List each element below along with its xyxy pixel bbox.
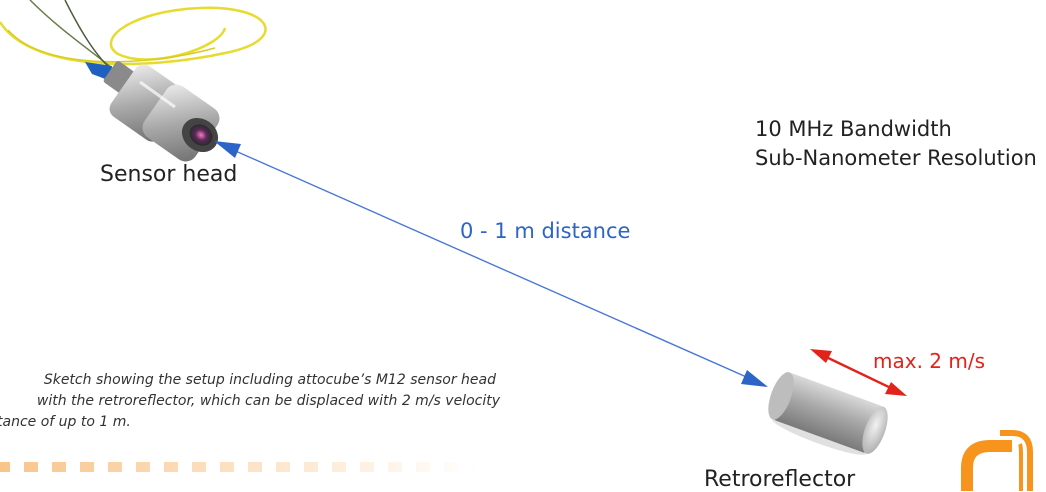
fiber-sensor-head-icon — [85, 61, 220, 162]
velocity-label: max. 2 m/s — [873, 349, 986, 373]
distance-arrow — [214, 141, 768, 387]
sensor-head-label: Sensor head — [100, 162, 238, 187]
caption-line-3: tance of up to 1 m. — [0, 414, 131, 430]
caption-line-2: with the retroreflector, which can be di… — [36, 393, 500, 409]
optical-fiber-icon — [0, 0, 267, 71]
caption-line-1: Sketch showing the setup including attoc… — [43, 372, 496, 388]
attocube-logo-icon — [961, 430, 1033, 491]
resolution-spec: Sub-Nanometer Resolution — [755, 146, 1037, 170]
figure-caption: Sketch showing the setup including attoc… — [0, 370, 500, 433]
decorative-dots — [0, 462, 480, 472]
velocity-arrow — [810, 349, 907, 396]
arrowhead-reflector-end — [741, 370, 768, 387]
distance-label: 0 - 1 m distance — [460, 219, 631, 243]
bandwidth-spec: 10 MHz Bandwidth — [755, 117, 952, 141]
arrowhead-sensor-end — [214, 141, 241, 158]
retroreflector-label: Retroreflector — [704, 467, 856, 492]
arrowhead-velocity-end — [885, 382, 907, 396]
cylinder-retroreflector-icon — [768, 372, 888, 455]
arrowhead-velocity-start — [810, 349, 832, 363]
